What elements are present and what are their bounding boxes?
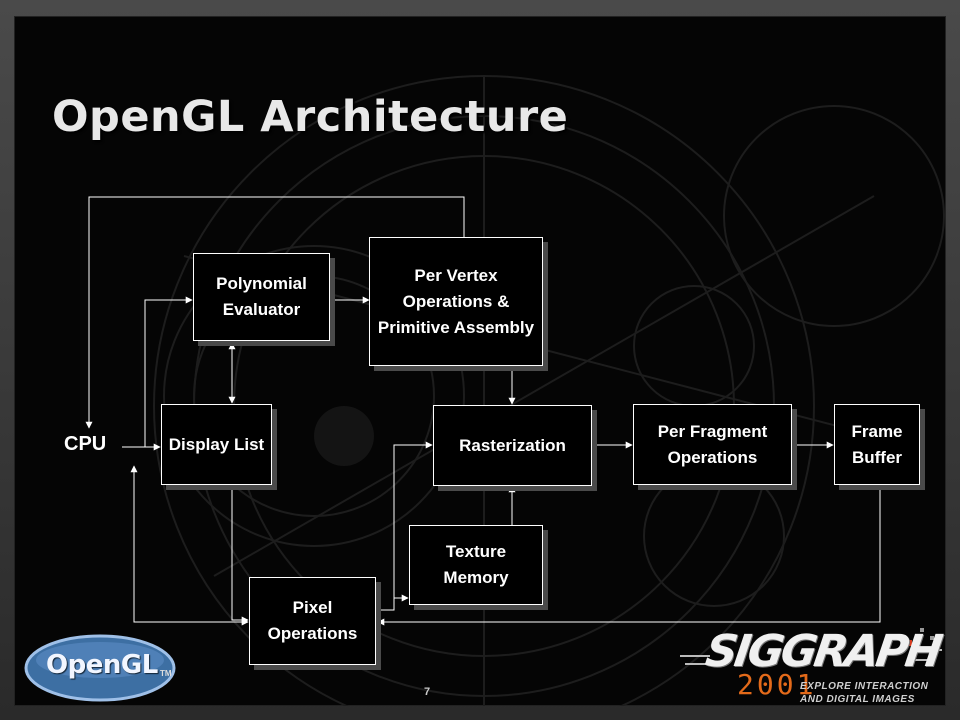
frame-buffer-box: Frame Buffer [834, 404, 920, 485]
siggraph-tagline-2: AND DIGITAL IMAGES [800, 694, 915, 705]
connector-pixel-ops-cpu [130, 465, 249, 626]
texture-memory-box: Texture Memory [409, 525, 543, 605]
display-list-box: Display List [161, 404, 272, 485]
connector-cpu-to-polynomial-evaluator [144, 296, 193, 447]
siggraph-tagline-1: EXPLORE INTERACTION [800, 681, 929, 692]
polynomial-evaluator-box: Polynomial Evaluator [193, 253, 330, 341]
siggraph-year: 2001 [737, 668, 817, 701]
opengl-logo-text: OpenGL [46, 650, 158, 680]
connector-feedback-to-cpu [85, 196, 465, 429]
per-vertex-box: Per Vertex Operations & Primitive Assemb… [369, 237, 543, 366]
connector-display-list-to-pixel-ops [231, 485, 249, 624]
page-number: 7 [424, 686, 431, 698]
connector-frame-buffer-to-pixel-ops [377, 485, 881, 626]
connector-pixel-ops-to-rasterization [376, 441, 433, 611]
siggraph-logo-icon [680, 628, 942, 665]
per-fragment-box: Per Fragment Operations [633, 404, 792, 485]
cpu-label: CPU [64, 433, 107, 455]
opengl-trademark: TM [160, 669, 172, 678]
rasterization-box: Rasterization [433, 405, 592, 486]
slide-title: OpenGL Architecture [52, 92, 569, 142]
pixel-operations-box: Pixel Operations [249, 577, 376, 665]
opengl-logo-icon [24, 634, 176, 702]
